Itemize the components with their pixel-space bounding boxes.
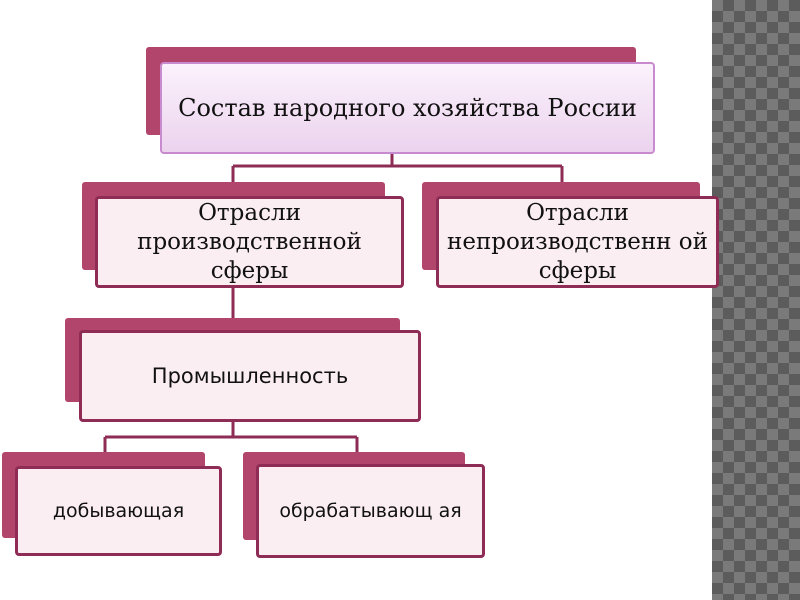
industry-node: Промышленность (79, 330, 421, 422)
production-sphere-node: Отрасли производственной сферы (95, 196, 404, 288)
root-node: Состав народного хозяйства России (160, 62, 655, 154)
root-node-label: Состав народного хозяйства России (178, 94, 637, 122)
non-production-sphere-node: Отрасли непроизводственн ой сферы (436, 196, 719, 288)
processing-node: обрабатывающ ая (256, 464, 485, 558)
extracting-node: добывающая (15, 466, 222, 556)
processing-label: обрабатывающ ая (279, 500, 462, 522)
extracting-label: добывающая (52, 500, 185, 522)
non-production-sphere-label: Отрасли непроизводственн ой сферы (447, 199, 708, 284)
production-sphere-label: Отрасли производственной сферы (137, 199, 362, 284)
decorative-side-stripe (712, 0, 800, 600)
industry-label: Промышленность (151, 364, 349, 388)
